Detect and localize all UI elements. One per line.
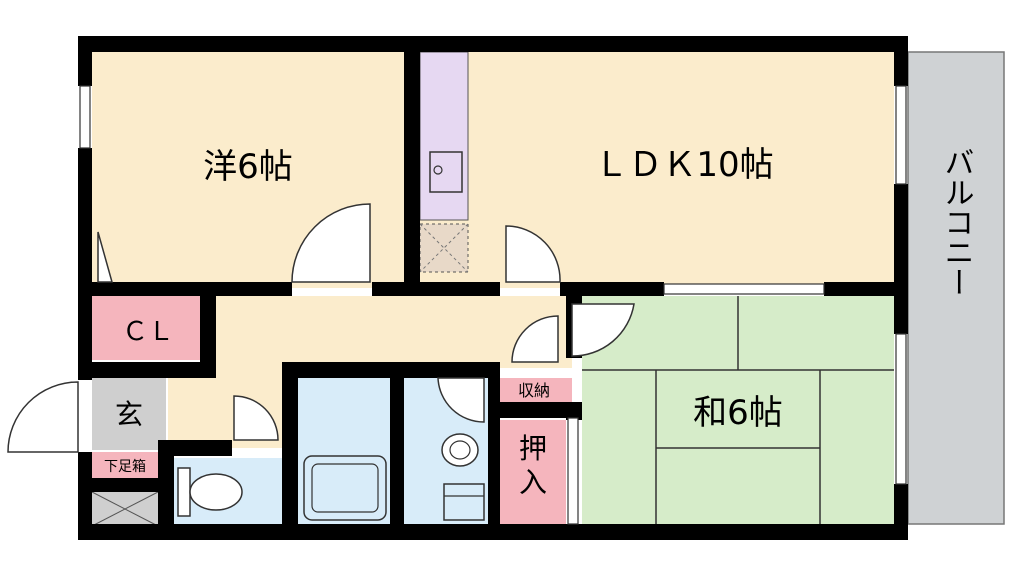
balcony-label: バルコニー [939, 147, 974, 297]
kitchen-counter [419, 51, 469, 221]
storage-floor [500, 378, 572, 402]
oshiire-floor [500, 420, 566, 526]
closet-label: ＣＬ [122, 317, 174, 347]
windows [79, 85, 907, 525]
door-swings [7, 203, 635, 453]
oshiire-label: 押入 [519, 432, 547, 499]
entrance-floor [92, 378, 166, 450]
wash-basin [441, 433, 479, 467]
toilet-tank [177, 467, 191, 517]
bathtub [303, 455, 387, 521]
bathtub-inner [311, 463, 379, 513]
entrance-label: 玄 [115, 398, 143, 431]
closet-floor [92, 296, 200, 360]
fridge-space [419, 223, 469, 273]
storage-label: 収納 [518, 381, 550, 400]
hallway-floor [200, 296, 572, 368]
shoe-box-floor [92, 452, 158, 478]
ldk-floor [420, 52, 894, 288]
es-cross-b [91, 491, 159, 527]
sink-drain [433, 165, 443, 175]
basin-inner [449, 440, 471, 460]
fridge-cross-a [419, 223, 469, 273]
fridge-cross-b [419, 223, 469, 273]
japanese-room-label: 和6帖 [693, 393, 783, 433]
ldk-label: ＬＤＫ10帖 [594, 145, 773, 185]
balcony-floor [907, 51, 1005, 525]
oshiire-label-text: 押入 [519, 432, 547, 499]
western-room-label: 洋6帖 [203, 147, 293, 187]
tatami-lines [582, 296, 894, 524]
kitchen-sink [429, 151, 463, 193]
washing-machine [443, 483, 485, 521]
shoe-box-label: 下足箱 [104, 459, 146, 475]
toilet-bowl [189, 473, 243, 511]
